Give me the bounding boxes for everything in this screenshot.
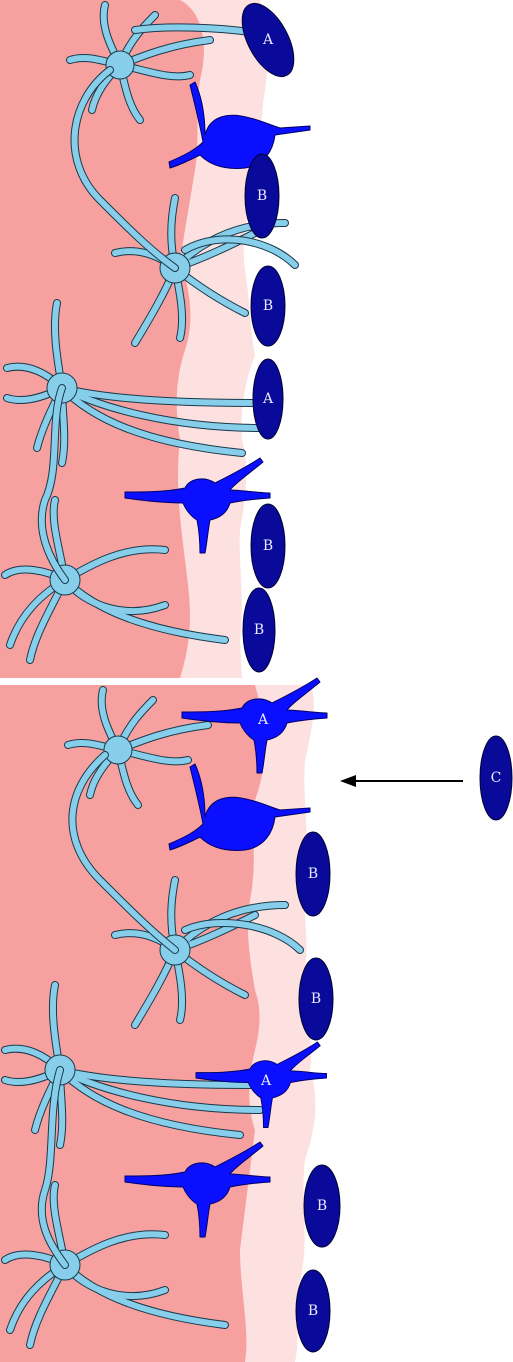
- oval-label: A: [262, 391, 274, 407]
- cell-oval: B: [245, 154, 279, 238]
- oval-label: B: [254, 622, 264, 638]
- cell-label: A: [257, 712, 269, 728]
- cell-oval: B: [296, 832, 330, 916]
- cell-oval: B: [251, 504, 285, 588]
- oval-label: B: [308, 866, 318, 882]
- oval-label: B: [317, 1198, 327, 1214]
- bottom-panel: A A B B B B C: [0, 678, 512, 1362]
- oval-label: B: [311, 991, 321, 1007]
- cell-oval: B: [304, 1165, 340, 1247]
- cell-oval: B: [243, 588, 275, 672]
- oval-label: C: [491, 770, 502, 786]
- incoming-arrow: [340, 775, 463, 787]
- top-panel: A B B A B B: [0, 0, 310, 678]
- cell-oval: B: [299, 958, 333, 1040]
- oval-label: B: [257, 188, 267, 204]
- cell-oval: A: [253, 359, 283, 439]
- oval-label: B: [263, 298, 273, 314]
- cell-label: A: [260, 1073, 272, 1089]
- tissue-dark-top: [0, 0, 204, 678]
- cell-oval: B: [251, 266, 285, 346]
- oval-label: A: [262, 32, 274, 48]
- oval-label: B: [308, 1303, 318, 1319]
- cell-oval: B: [296, 1270, 330, 1352]
- cell-oval-c: C: [480, 736, 512, 820]
- oval-label: B: [263, 538, 273, 554]
